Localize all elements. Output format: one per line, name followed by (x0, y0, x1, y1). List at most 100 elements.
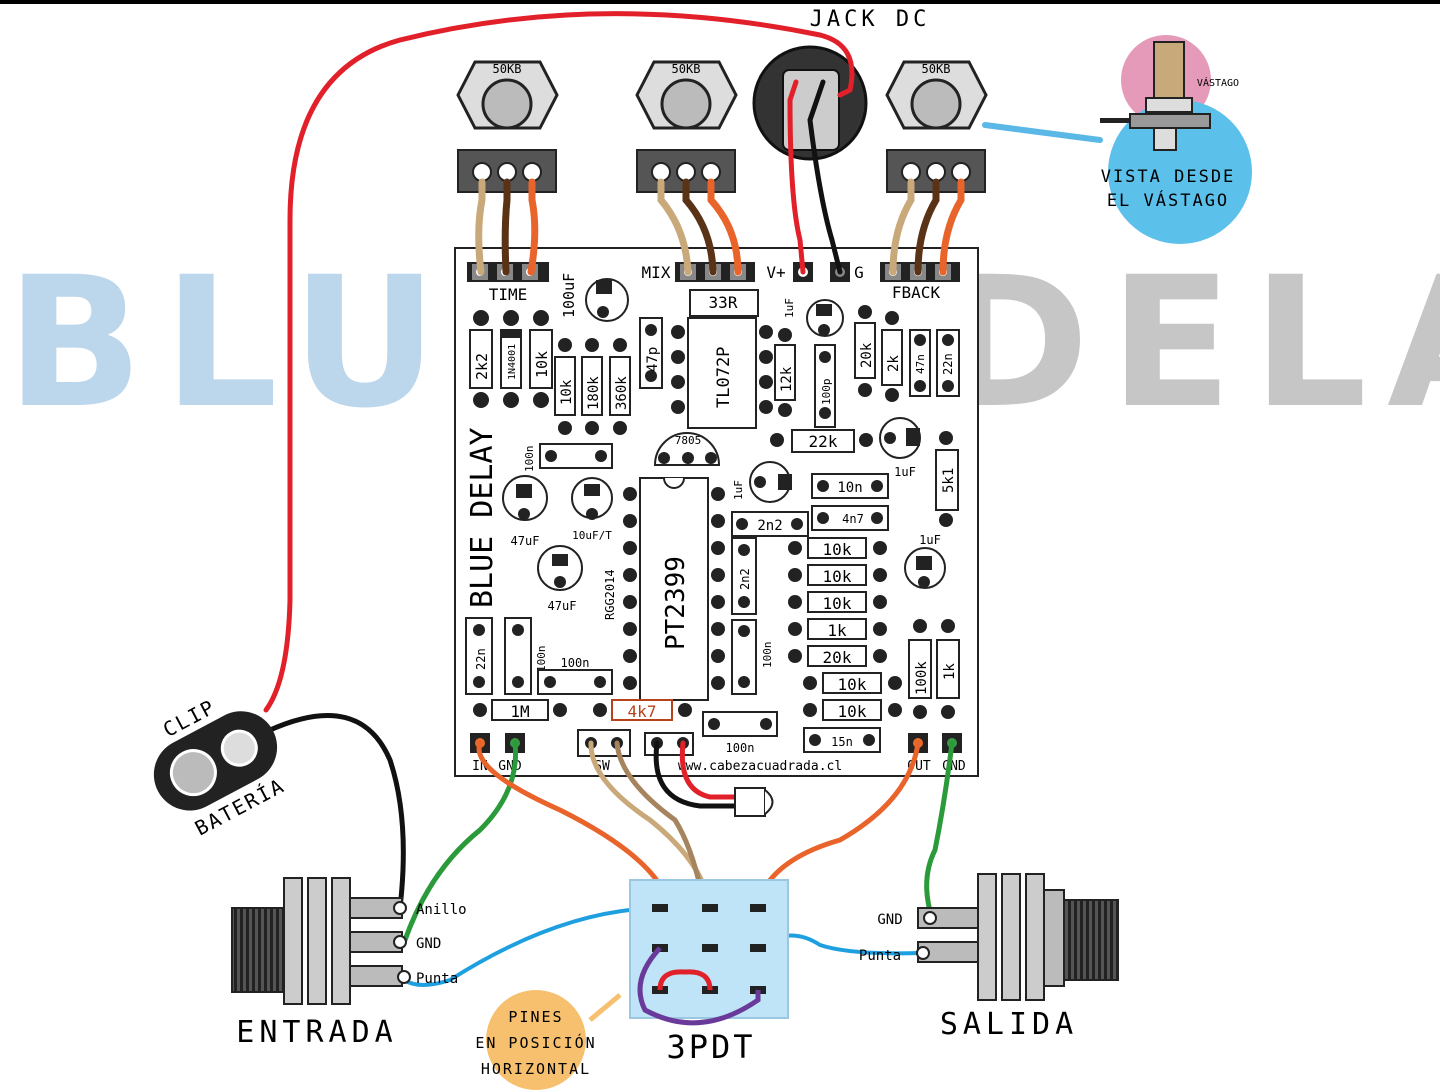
cap-100n-a: 100n (523, 443, 613, 473)
vista-label-1: VISTA DESDE (1101, 167, 1236, 187)
svg-text:100uF: 100uF (560, 273, 578, 318)
svg-text:1N4001: 1N4001 (507, 344, 518, 380)
resistor-10k-d: 10k (807, 564, 867, 586)
output-jack: GND Punta SALIDA (859, 873, 1119, 1042)
ic-tl072: 33R TL072P (671, 289, 773, 429)
resistor-1m: 1M (473, 699, 567, 721)
svg-text:PINES: PINES (508, 1008, 563, 1026)
label-g: G (854, 263, 864, 282)
entrada-label: ENTRADA (236, 1015, 397, 1050)
footswitch-3pdt: 3PDT (629, 879, 789, 1066)
svg-text:47uF: 47uF (548, 599, 577, 613)
cap-1uf-b: 1uF (879, 417, 953, 479)
cap-100n-e: 100n (702, 711, 778, 755)
punta-in-label: Punta (416, 971, 458, 987)
punta-out-label: Punta (859, 948, 901, 964)
svg-text:100k: 100k (914, 661, 930, 695)
svg-text:100n: 100n (535, 646, 548, 673)
resistor-stack (788, 541, 902, 717)
svg-text:4n7: 4n7 (842, 512, 864, 526)
svg-text:EN POSICIÓN: EN POSICIÓN (475, 1033, 596, 1052)
svg-text:1uF: 1uF (919, 533, 941, 547)
regulator-7805: 7805 (653, 432, 721, 466)
cap-47p: 47p (639, 317, 663, 389)
svg-text:100p: 100p (820, 379, 833, 406)
svg-text:2k: 2k (886, 355, 902, 372)
cap-100uf: 100uF (560, 273, 629, 322)
pot-side-view: VÁSTAGO VISTA DESDE EL VÁSTAGO (1100, 35, 1252, 244)
svg-text:100n: 100n (523, 446, 536, 473)
pcb-board: TIME MIX V+ G FBACK BLUE DELAY RGG2014 (454, 247, 979, 777)
pot-fback: 50KB (885, 60, 988, 193)
svg-text:HORIZONTAL: HORIZONTAL (481, 1060, 591, 1078)
ic-pt2399: PT2399 (623, 477, 725, 701)
cap-100n-d: 100n (537, 656, 613, 695)
svg-text:7805: 7805 (675, 434, 702, 447)
cap-15n: 15n (803, 727, 881, 753)
svg-text:50KB: 50KB (672, 62, 701, 76)
svg-text:4k7: 4k7 (628, 702, 657, 721)
svg-text:1M: 1M (510, 702, 529, 721)
pines-callout: PINES EN POSICIÓN HORIZONTAL (475, 990, 622, 1090)
cap-100n-c: 100n (504, 617, 548, 695)
svg-text:47n: 47n (914, 354, 927, 374)
pcb-rgg: RGG2014 (603, 569, 617, 620)
cap-4n7: 4n7 (811, 505, 889, 531)
svg-text:20k: 20k (859, 342, 875, 368)
pcb-url: www.cabezacuadrada.cl (678, 759, 842, 774)
salida-label: SALIDA (940, 1007, 1078, 1042)
gnd-in-label: GND (416, 936, 441, 952)
svg-text:10k: 10k (559, 379, 575, 405)
gnd-out-label: GND (877, 912, 902, 928)
svg-text:1k: 1k (827, 621, 847, 640)
dpdt-label: 3PDT (666, 1028, 755, 1066)
vastago-label: VÁSTAGO (1197, 76, 1239, 89)
label-vplus: V+ (766, 263, 785, 282)
svg-text:2n2: 2n2 (757, 518, 782, 534)
cap-1uf-d: 1uF (904, 533, 946, 589)
cap-22n-a: 22n (936, 329, 960, 397)
svg-text:15n: 15n (831, 735, 853, 749)
resistor-2k2: 2k2 (469, 310, 493, 408)
cap-10uf: 10uF/T (571, 477, 613, 542)
watermark-right: DELAY (940, 239, 1440, 448)
resistor-20k-b: 20k (807, 645, 867, 667)
svg-text:10k: 10k (823, 540, 852, 559)
cap-1uf-c: 1uF (732, 461, 792, 503)
svg-text:10k: 10k (838, 702, 867, 721)
resistor-12k: 12k 1uF (774, 298, 796, 417)
svg-text:PT2399: PT2399 (661, 556, 691, 650)
svg-text:2k2: 2k2 (473, 353, 491, 380)
resistor-10k-c: 10k (807, 537, 867, 559)
resistor-1k-b: 1k (936, 619, 960, 719)
pot-mix: 50KB (635, 60, 738, 193)
cap-22n-b: 22n (465, 617, 493, 695)
svg-text:10k: 10k (838, 675, 867, 694)
resistor-10k-a: 10k (529, 310, 553, 408)
label-fback: FBACK (892, 283, 941, 302)
svg-text:360k: 360k (614, 376, 630, 410)
svg-text:1uF: 1uF (783, 298, 796, 318)
svg-text:22n: 22n (941, 353, 955, 375)
svg-text:47p: 47p (645, 347, 661, 372)
svg-text:TL072P: TL072P (714, 347, 734, 408)
cap-2n2-b: 2n2 (731, 537, 757, 615)
cap-47uf-b: 47uF (537, 545, 583, 613)
svg-text:180k: 180k (586, 376, 602, 410)
svg-text:10k: 10k (823, 594, 852, 613)
svg-text:1uF: 1uF (732, 480, 745, 500)
resistor-20k-a: 20k (854, 305, 876, 397)
resistor-2k: 2k (881, 311, 903, 402)
cap-100n-b: 100n (731, 619, 774, 695)
top-border (0, 0, 1440, 4)
cap-10n: 10n (811, 473, 889, 499)
resistor-5k1: 5k1 (935, 449, 959, 527)
svg-text:2n2: 2n2 (738, 568, 752, 590)
anillo-label: Anillo (416, 902, 467, 918)
cap-1uf-a (806, 299, 844, 337)
svg-text:100n: 100n (761, 642, 774, 669)
resistor-1k-a: 1k (807, 618, 867, 640)
svg-text:10k: 10k (823, 567, 852, 586)
resistor-22k: 22k (770, 429, 873, 453)
